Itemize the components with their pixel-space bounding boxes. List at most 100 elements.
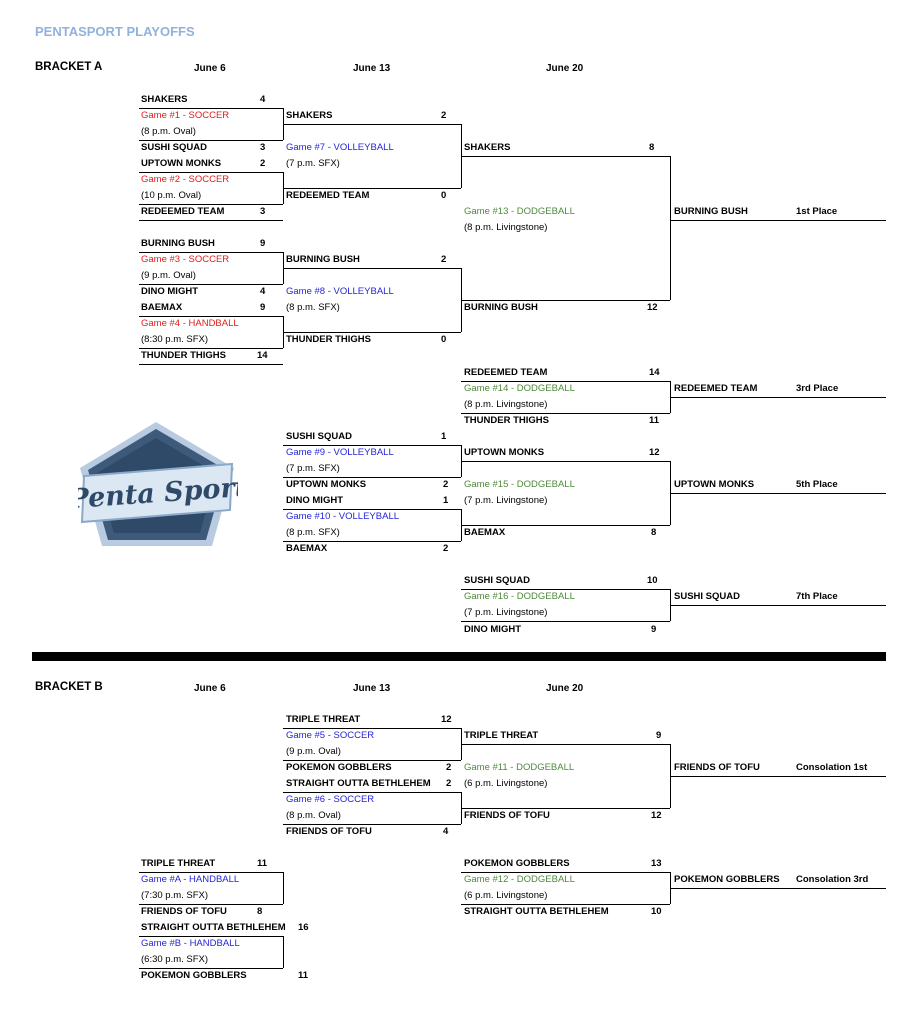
bracket-line-h — [283, 824, 461, 825]
game-a-score-1: 11 — [257, 858, 268, 869]
game-b-time: (6:30 p.m. SFX) — [141, 954, 209, 965]
game-b-team-1: STRAIGHT OUTTA BETHLEHEM — [141, 922, 286, 933]
game-12-label: Game #12 - DODGEBALL — [464, 874, 575, 885]
bracket-line-v — [283, 872, 284, 904]
game-11-score-2: 12 — [651, 810, 662, 821]
result-7th-place: 7th Place — [796, 591, 838, 602]
bracket-line-h — [139, 936, 283, 937]
game-12-team-1: POKEMON GOBBLERS — [464, 858, 570, 869]
bracket-line-h — [139, 252, 283, 253]
game-13-team-1: SHAKERS — [464, 142, 511, 153]
game-13-score-2: 12 — [647, 302, 658, 313]
game-1-score-1: 4 — [260, 94, 266, 105]
game-8-score-2: 0 — [441, 334, 447, 345]
game-10-team-2: BAEMAX — [286, 543, 328, 554]
game-6-label: Game #6 - SOCCER — [286, 794, 375, 805]
bracket-line-v — [461, 124, 462, 188]
result-3rd-place: 3rd Place — [796, 383, 839, 394]
game-15-score-1: 12 — [649, 447, 660, 458]
bracket-line-h — [139, 348, 283, 349]
bracket-line-h — [461, 808, 670, 809]
game-8-team-1: BURNING BUSH — [286, 254, 360, 265]
bracket-line-h — [670, 493, 886, 494]
game-15-team-1: UPTOWN MONKS — [464, 447, 545, 458]
result-1st-place: 1st Place — [796, 206, 838, 217]
bracket-line-h — [283, 760, 461, 761]
bracket-line-h — [670, 776, 886, 777]
game-13-team-2: BURNING BUSH — [464, 302, 538, 313]
game-12-score-2: 10 — [651, 906, 662, 917]
game-15-score-2: 8 — [651, 527, 657, 538]
game-13-label: Game #13 - DODGEBALL — [464, 206, 575, 217]
game-2-team-1: UPTOWN MONKS — [141, 158, 222, 169]
bracket-line-h — [461, 621, 670, 622]
game-b-team-2: POKEMON GOBBLERS — [141, 970, 247, 981]
bracket-b-date-3: June 20 — [546, 683, 584, 694]
game-9-label: Game #9 - VOLLEYBALL — [286, 447, 394, 458]
game-2-score-2: 3 — [260, 206, 266, 217]
bracket-line-h — [139, 140, 283, 141]
bracket-line-v — [670, 872, 671, 904]
bracket-line-v — [670, 589, 671, 621]
result-1st-team: BURNING BUSH — [674, 206, 748, 217]
game-9-score-1: 1 — [441, 431, 447, 442]
bracket-line-h — [139, 872, 283, 873]
game-8-score-1: 2 — [441, 254, 447, 265]
game-4-score-1: 9 — [260, 302, 266, 313]
game-3-score-2: 4 — [260, 286, 266, 297]
game-5-team-1: TRIPLE THREAT — [286, 714, 361, 725]
bracket-line-v — [461, 509, 462, 541]
bracket-line-h — [461, 872, 670, 873]
game-6-team-1: STRAIGHT OUTTA BETHLEHEM — [286, 778, 431, 789]
result-7th-team: SUSHI SQUAD — [674, 591, 740, 602]
bracket-line-h — [283, 445, 461, 446]
game-15-label: Game #15 - DODGEBALL — [464, 479, 575, 490]
game-14-team-1: REDEEMED TEAM — [464, 367, 548, 378]
bracket-line-h — [461, 744, 670, 745]
game-2-score-1: 2 — [260, 158, 266, 169]
bracket-line-h — [139, 172, 283, 173]
game-13-score-1: 8 — [649, 142, 655, 153]
game-a-time: (7:30 p.m. SFX) — [141, 890, 209, 901]
game-b-score-2: 11 — [298, 970, 309, 981]
game-11-time: (6 p.m. Livingstone) — [464, 778, 548, 789]
page-title: PENTASPORT PLAYOFFS — [35, 24, 195, 39]
game-1-team-2: SUSHI SQUAD — [141, 142, 207, 153]
game-4-time: (8:30 p.m. SFX) — [141, 334, 209, 345]
bracket-line-h — [283, 124, 461, 125]
game-b-score-1: 16 — [298, 922, 309, 933]
game-8-time: (8 p.m. SFX) — [286, 302, 340, 313]
game-16-time: (7 p.m. Livingstone) — [464, 607, 548, 618]
bracket-a-date-1: June 6 — [194, 63, 226, 74]
bracket-line-v — [283, 936, 284, 968]
bracket-line-h — [283, 792, 461, 793]
bracket-line-h — [461, 413, 670, 414]
result-consolation-1st-place: Consolation 1st — [796, 762, 868, 773]
bracket-line-v — [461, 728, 462, 760]
game-12-score-1: 13 — [651, 858, 662, 869]
game-4-label: Game #4 - HANDBALL — [141, 318, 239, 329]
bracket-line-h — [461, 156, 670, 157]
game-3-team-1: BURNING BUSH — [141, 238, 215, 249]
bracket-a-date-3: June 20 — [546, 63, 584, 74]
game-5-label: Game #5 - SOCCER — [286, 730, 375, 741]
game-7-score-2: 0 — [441, 190, 447, 201]
bracket-line-v — [283, 108, 284, 140]
result-3rd-team: REDEEMED TEAM — [674, 383, 758, 394]
game-2-time: (10 p.m. Oval) — [141, 190, 202, 201]
result-5th-place: 5th Place — [796, 479, 838, 490]
game-1-team-1: SHAKERS — [141, 94, 188, 105]
bracket-line-h — [139, 204, 283, 205]
game-10-team-1: DINO MIGHT — [286, 495, 343, 506]
bracket-line-v — [283, 172, 284, 204]
bracket-b-label: BRACKET B — [35, 681, 103, 693]
bracket-line-h — [461, 381, 670, 382]
game-9-score-2: 2 — [443, 479, 449, 490]
result-consolation-3rd-place: Consolation 3rd — [796, 874, 869, 885]
game-4-team-1: BAEMAX — [141, 302, 183, 313]
bracket-line-h — [139, 108, 283, 109]
game-13-time: (8 p.m. Livingstone) — [464, 222, 548, 233]
game-14-team-2: THUNDER THIGHS — [464, 415, 549, 426]
game-14-label: Game #14 - DODGEBALL — [464, 383, 575, 394]
game-5-time: (9 p.m. Oval) — [286, 746, 341, 757]
